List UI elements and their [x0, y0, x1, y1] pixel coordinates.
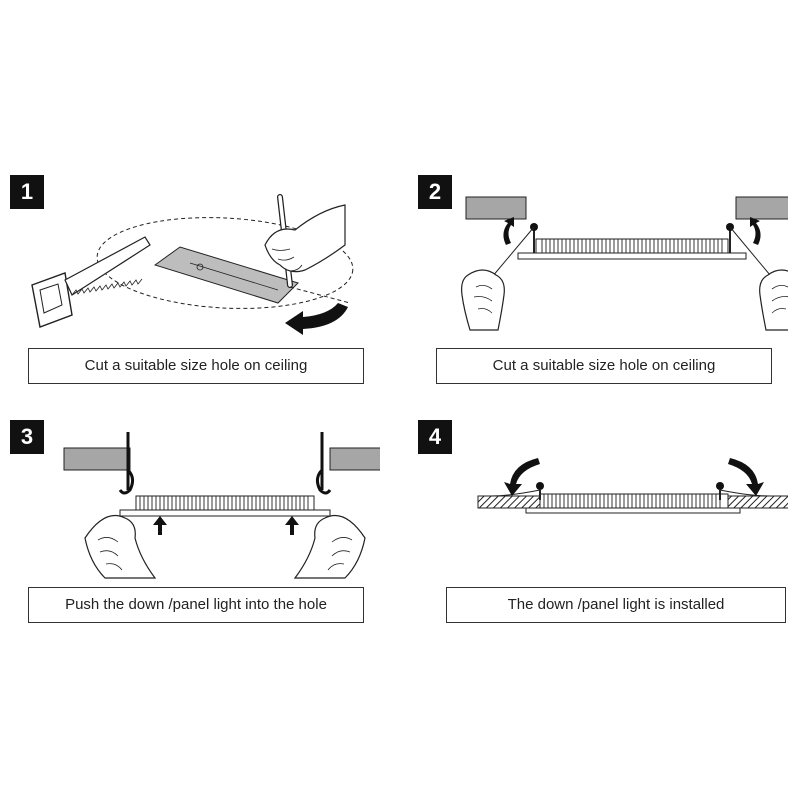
caption: Cut a suitable size hole on ceiling [436, 348, 772, 384]
panel-light [489, 482, 771, 514]
caption: Push the down /panel light into the hole [28, 587, 364, 623]
step-number: 4 [418, 420, 452, 454]
cutting-path [96, 217, 354, 309]
ceiling-left [465, 196, 527, 220]
arrow-up-icon [285, 516, 299, 535]
template-plate [153, 246, 299, 304]
ceiling-right [329, 447, 380, 471]
step-3: 3 Push the down /panel light into the ho… [10, 420, 380, 640]
step-4: 4 The down /panel light is installe [418, 420, 788, 640]
hand-saw-icon [31, 236, 151, 328]
step-number: 3 [10, 420, 44, 454]
illustration-installed [477, 458, 788, 514]
panel-light [119, 495, 331, 517]
step-2: 2 Cut a suitable size hole on ceilin [418, 175, 788, 395]
curved-arrow-icon [285, 303, 348, 335]
hand-left-icon [84, 514, 157, 579]
arrow-up-icon [153, 516, 167, 535]
arrow-up-right-icon [750, 217, 761, 245]
illustration-push-light [63, 432, 380, 579]
ceiling-right [735, 196, 788, 220]
arrow-up-left-icon [503, 217, 514, 245]
ceiling-right [727, 495, 788, 509]
step-1: 1 Cut a suitable size hole on ceiling [10, 175, 380, 395]
ceiling-left [477, 495, 541, 509]
illustration-cut-hole [31, 194, 354, 335]
caption: Cut a suitable size hole on ceiling [28, 348, 364, 384]
caption: The down /panel light is installed [446, 587, 786, 623]
panel-light [491, 223, 771, 278]
step-number: 1 [10, 175, 44, 209]
hand-left-icon [461, 269, 505, 331]
pencil-hand-icon [264, 194, 346, 288]
step-number: 2 [418, 175, 452, 209]
ceiling-left [63, 447, 131, 471]
arrow-down-right-icon [728, 458, 764, 496]
arrow-down-left-icon [504, 458, 540, 496]
illustration-spring-clips [461, 196, 788, 331]
hand-right-icon [293, 514, 366, 579]
